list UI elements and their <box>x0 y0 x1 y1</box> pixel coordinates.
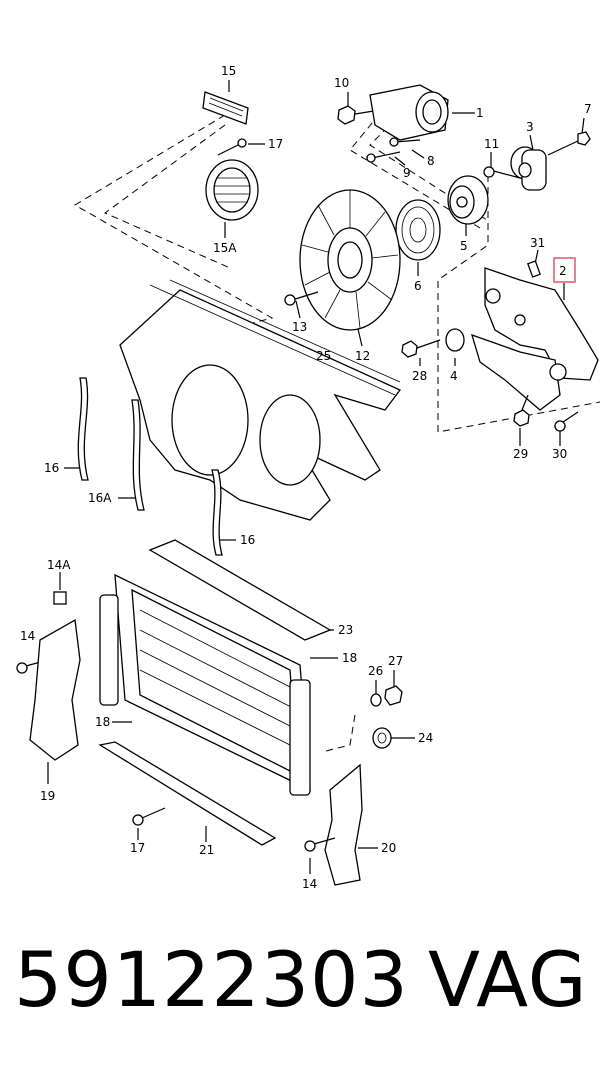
lock-carrier-part-25 <box>119 279 402 521</box>
callout-label-30: 30 <box>552 447 567 461</box>
highlight-box <box>553 257 576 283</box>
callout-label-23: 23 <box>338 623 353 637</box>
callout-label-17a: 17 <box>268 137 283 151</box>
strip-part-21 <box>98 741 277 846</box>
grommet-part-24 <box>372 727 392 749</box>
callout-label-15: 15 <box>221 64 236 78</box>
pin-part-31 <box>527 260 541 278</box>
grille-plate-part-15 <box>202 91 249 125</box>
round-cover-part-15A <box>205 159 259 221</box>
callout-label-21: 21 <box>199 843 214 857</box>
callout-labels: 1 2 3 4 5 6 7 8 9 10 11 12 13 14 14 14A … <box>20 64 592 891</box>
callout-label-19: 19 <box>40 789 55 803</box>
callout-label-27: 27 <box>388 654 403 668</box>
callout-label-6: 6 <box>414 279 422 293</box>
callout-label-20: 20 <box>381 841 396 855</box>
bolt-part-11 <box>483 166 521 179</box>
bolt-part-14-right <box>304 837 336 852</box>
air-guide-part-20 <box>324 763 363 886</box>
callout-label-1: 1 <box>476 106 484 120</box>
callout-label-18b: 18 <box>95 715 110 729</box>
bolt-part-8 <box>389 137 421 147</box>
callout-label-12: 12 <box>355 349 370 363</box>
callout-label-15A: 15A <box>213 241 237 255</box>
callout-label-29: 29 <box>513 447 528 461</box>
exploded-parts-diagram: 1 2 3 4 5 6 7 8 9 10 11 12 13 14 14 14A … <box>16 64 600 891</box>
callout-label-7: 7 <box>584 102 592 116</box>
bolt-part-13 <box>284 291 319 306</box>
bolt-part-28 <box>401 339 441 358</box>
callout-label-31: 31 <box>530 236 545 250</box>
footer: 59122303 VAG <box>0 930 600 1040</box>
callout-label-14a: 14 <box>20 629 35 643</box>
bolt-part-7 <box>547 131 591 156</box>
callout-label-25: 25 <box>316 349 331 363</box>
fan-part-12 <box>299 189 401 331</box>
washer-part-26 <box>370 693 382 707</box>
bolt-part-30 <box>554 411 579 432</box>
callout-label-3: 3 <box>526 120 534 134</box>
bolt-part-9 <box>366 151 401 163</box>
bolt-part-29 <box>513 394 530 427</box>
callout-label-4: 4 <box>450 369 458 383</box>
washer-part-4 <box>445 328 465 352</box>
fan-clutch-part-6 <box>395 199 441 261</box>
callout-label-14A: 14A <box>47 558 71 572</box>
callout-label-18a: 18 <box>342 651 357 665</box>
callout-label-9: 9 <box>403 166 411 180</box>
seal-part-16-center <box>211 469 223 556</box>
callout-label-5: 5 <box>460 239 468 253</box>
callout-label-24: 24 <box>418 731 433 745</box>
callout-label-17b: 17 <box>130 841 145 855</box>
bushing-part-3 <box>510 146 547 191</box>
callout-label-16a: 16 <box>44 461 59 475</box>
hub-part-5 <box>447 175 489 225</box>
callout-label-8: 8 <box>427 154 435 168</box>
callout-label-2: 2 <box>559 264 567 278</box>
callout-label-10: 10 <box>334 76 349 90</box>
air-guide-part-19 <box>29 618 81 761</box>
seal-part-16-left <box>77 377 89 481</box>
strip-part-23 <box>148 539 332 641</box>
callout-label-28: 28 <box>412 369 427 383</box>
bracket-part-1 <box>369 84 449 141</box>
callout-label-26: 26 <box>368 664 383 678</box>
nut-part-27 <box>384 685 403 706</box>
callout-label-13: 13 <box>292 320 307 334</box>
bracket-part-2 <box>471 267 599 411</box>
bolt-part-17-upper <box>217 138 247 156</box>
callout-label-16A: 16A <box>88 491 112 505</box>
callout-label-16b: 16 <box>240 533 255 547</box>
seal-part-16A <box>131 399 145 511</box>
clip-part-14A <box>53 591 67 605</box>
radiator-part-18 <box>99 573 311 796</box>
brand-text: VAG <box>428 935 588 1024</box>
part-number-text: 59122303 <box>14 935 409 1024</box>
callout-label-11: 11 <box>484 137 499 151</box>
callout-label-14b: 14 <box>302 877 317 891</box>
bolt-part-17-lower <box>132 807 166 826</box>
